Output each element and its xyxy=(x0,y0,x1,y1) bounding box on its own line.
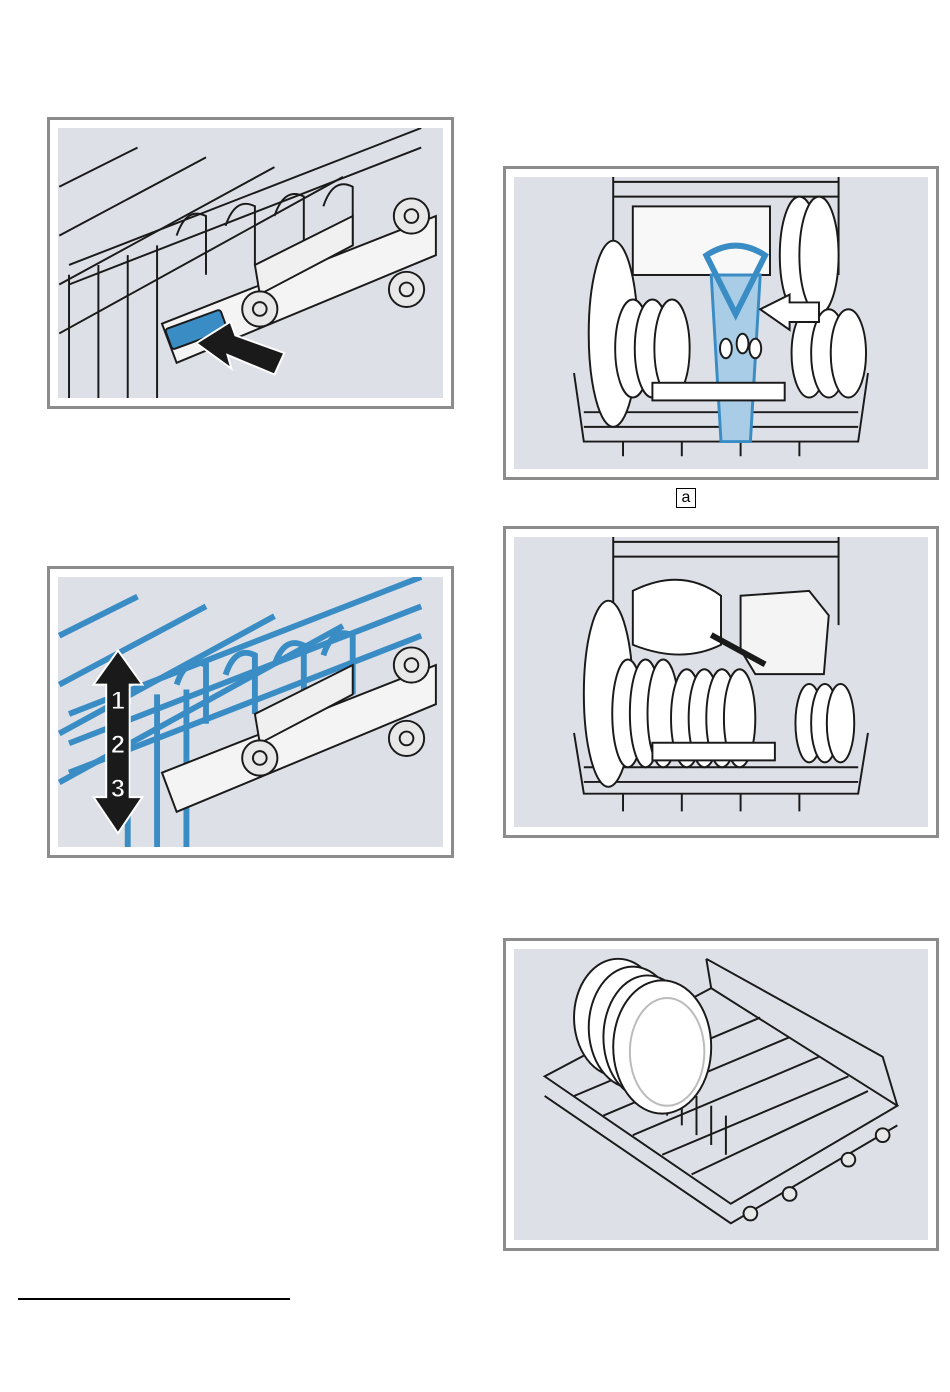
figure-release-lever-canvas xyxy=(58,128,443,398)
figure-height-adjust-canvas: 1 2 3 xyxy=(58,577,443,847)
rack-height-illustration: 1 2 3 xyxy=(58,577,443,847)
callout-label: a xyxy=(676,488,696,508)
loaded-rack-pots-illustration xyxy=(514,537,928,827)
figure-large-plates-canvas xyxy=(514,949,928,1240)
loaded-rack-cutlery-illustration xyxy=(514,177,928,469)
rack-large-plates-illustration xyxy=(514,949,928,1240)
height-step-1: 1 xyxy=(111,687,125,715)
figure-large-plates-rack xyxy=(503,938,939,1251)
rack-lever-illustration xyxy=(58,128,443,398)
height-step-2: 2 xyxy=(111,731,125,759)
height-step-3: 3 xyxy=(111,775,125,803)
figure-cutlery-basket-rack xyxy=(503,166,939,480)
figure-cutlery-basket-canvas xyxy=(514,177,928,469)
figure-pots-rack-canvas xyxy=(514,537,928,827)
figure-release-lever xyxy=(47,117,454,409)
figure-pots-rack xyxy=(503,526,939,838)
footer-divider xyxy=(18,1298,290,1300)
figure-height-adjust: 1 2 3 xyxy=(47,566,454,858)
